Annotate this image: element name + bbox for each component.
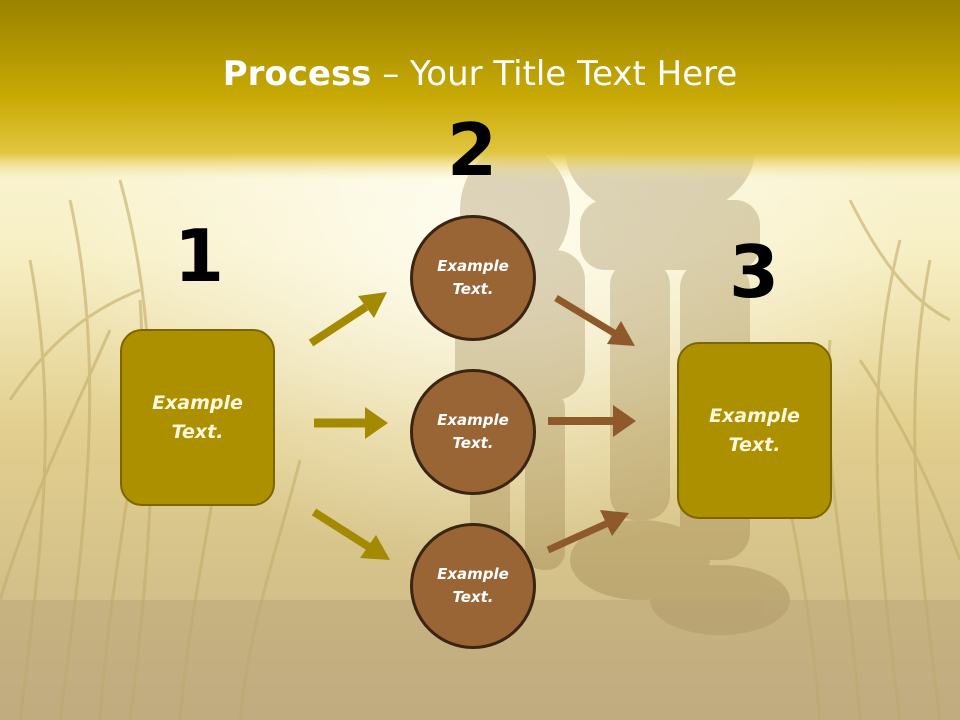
- arrow-box1-to-circle-bottom: [311, 508, 390, 560]
- circle-top-text: Example Text.: [437, 257, 509, 298]
- title-rest: – Your Title Text Here: [371, 54, 738, 94]
- step-3-box: Example Text.: [677, 342, 832, 519]
- arrow-box1-to-circle-top: [308, 292, 387, 347]
- circle-middle-text: Example Text.: [437, 411, 509, 452]
- arrow-box1-to-circle-middle: [314, 407, 388, 439]
- arrow-circle-bottom-to-box3: [546, 510, 629, 554]
- circle-bottom-text: Example Text.: [437, 565, 509, 606]
- step-2-circle-top: Example Text.: [410, 215, 536, 341]
- step-2-circle-middle: Example Text.: [410, 369, 536, 495]
- arrow-circle-middle-to-box3: [548, 405, 636, 437]
- step-2-circle-bottom: Example Text.: [410, 523, 536, 649]
- title-bold: Process: [222, 54, 372, 94]
- step-3-text: Example Text.: [709, 404, 800, 456]
- step-1-box: Example Text.: [120, 329, 275, 506]
- step-number-3: 3: [728, 230, 780, 314]
- arrow-circle-top-to-box3: [554, 295, 635, 346]
- step-number-2: 2: [446, 108, 498, 192]
- step-1-text: Example Text.: [152, 391, 243, 443]
- step-number-1: 1: [173, 214, 225, 298]
- slide-title: Process – Your Title Text Here: [0, 52, 960, 96]
